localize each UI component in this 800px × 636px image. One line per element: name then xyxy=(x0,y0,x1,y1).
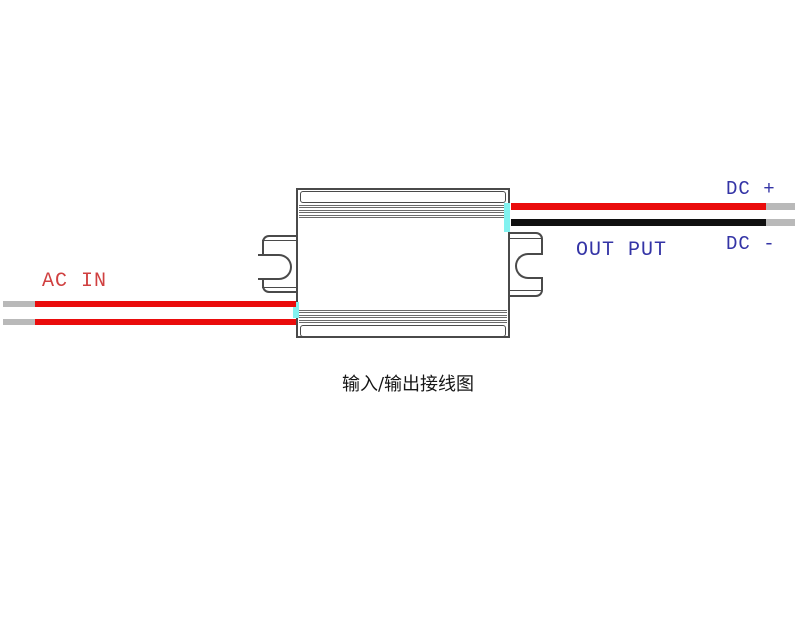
heatsink-fin-line xyxy=(299,310,507,313)
dc-plus-label: DC + xyxy=(726,178,776,200)
left-flange-bottom-line xyxy=(262,287,296,288)
output-cable-entry-joint xyxy=(504,203,510,232)
left-flange-top-line xyxy=(262,240,296,241)
bottom-end-cap xyxy=(300,325,506,337)
heatsink-fin-line xyxy=(299,215,507,218)
heatsink-fin-line xyxy=(299,320,507,323)
ac-input-wire2 xyxy=(35,319,296,325)
heatsink-fin-line xyxy=(299,205,507,208)
input-cable-entry-joint xyxy=(293,302,299,318)
top-end-cap xyxy=(300,191,506,203)
dc-positive-wire xyxy=(511,203,766,210)
ac-input-wire1-tip xyxy=(3,301,35,307)
dc-positive-wire-tip xyxy=(766,203,795,210)
right-flange-bottom-line xyxy=(510,290,542,291)
diagram-caption: 输入/输出接线图 xyxy=(341,374,475,395)
output-label: OUT PUT xyxy=(576,239,668,262)
left-flange-screw-slot xyxy=(258,254,292,280)
dc-negative-wire-tip xyxy=(766,219,795,226)
heatsink-fin-line xyxy=(299,315,507,318)
right-flange-top-line xyxy=(510,238,542,239)
right-flange-screw-slot xyxy=(515,253,543,279)
dc-negative-wire xyxy=(511,219,766,226)
ac-input-wire1 xyxy=(35,301,296,307)
heatsink-fin-line xyxy=(299,210,507,213)
converter-body xyxy=(296,188,510,338)
ac-input-wire2-tip xyxy=(3,319,35,325)
dc-minus-label: DC - xyxy=(726,233,776,255)
ac-in-label: AC IN xyxy=(42,270,108,293)
